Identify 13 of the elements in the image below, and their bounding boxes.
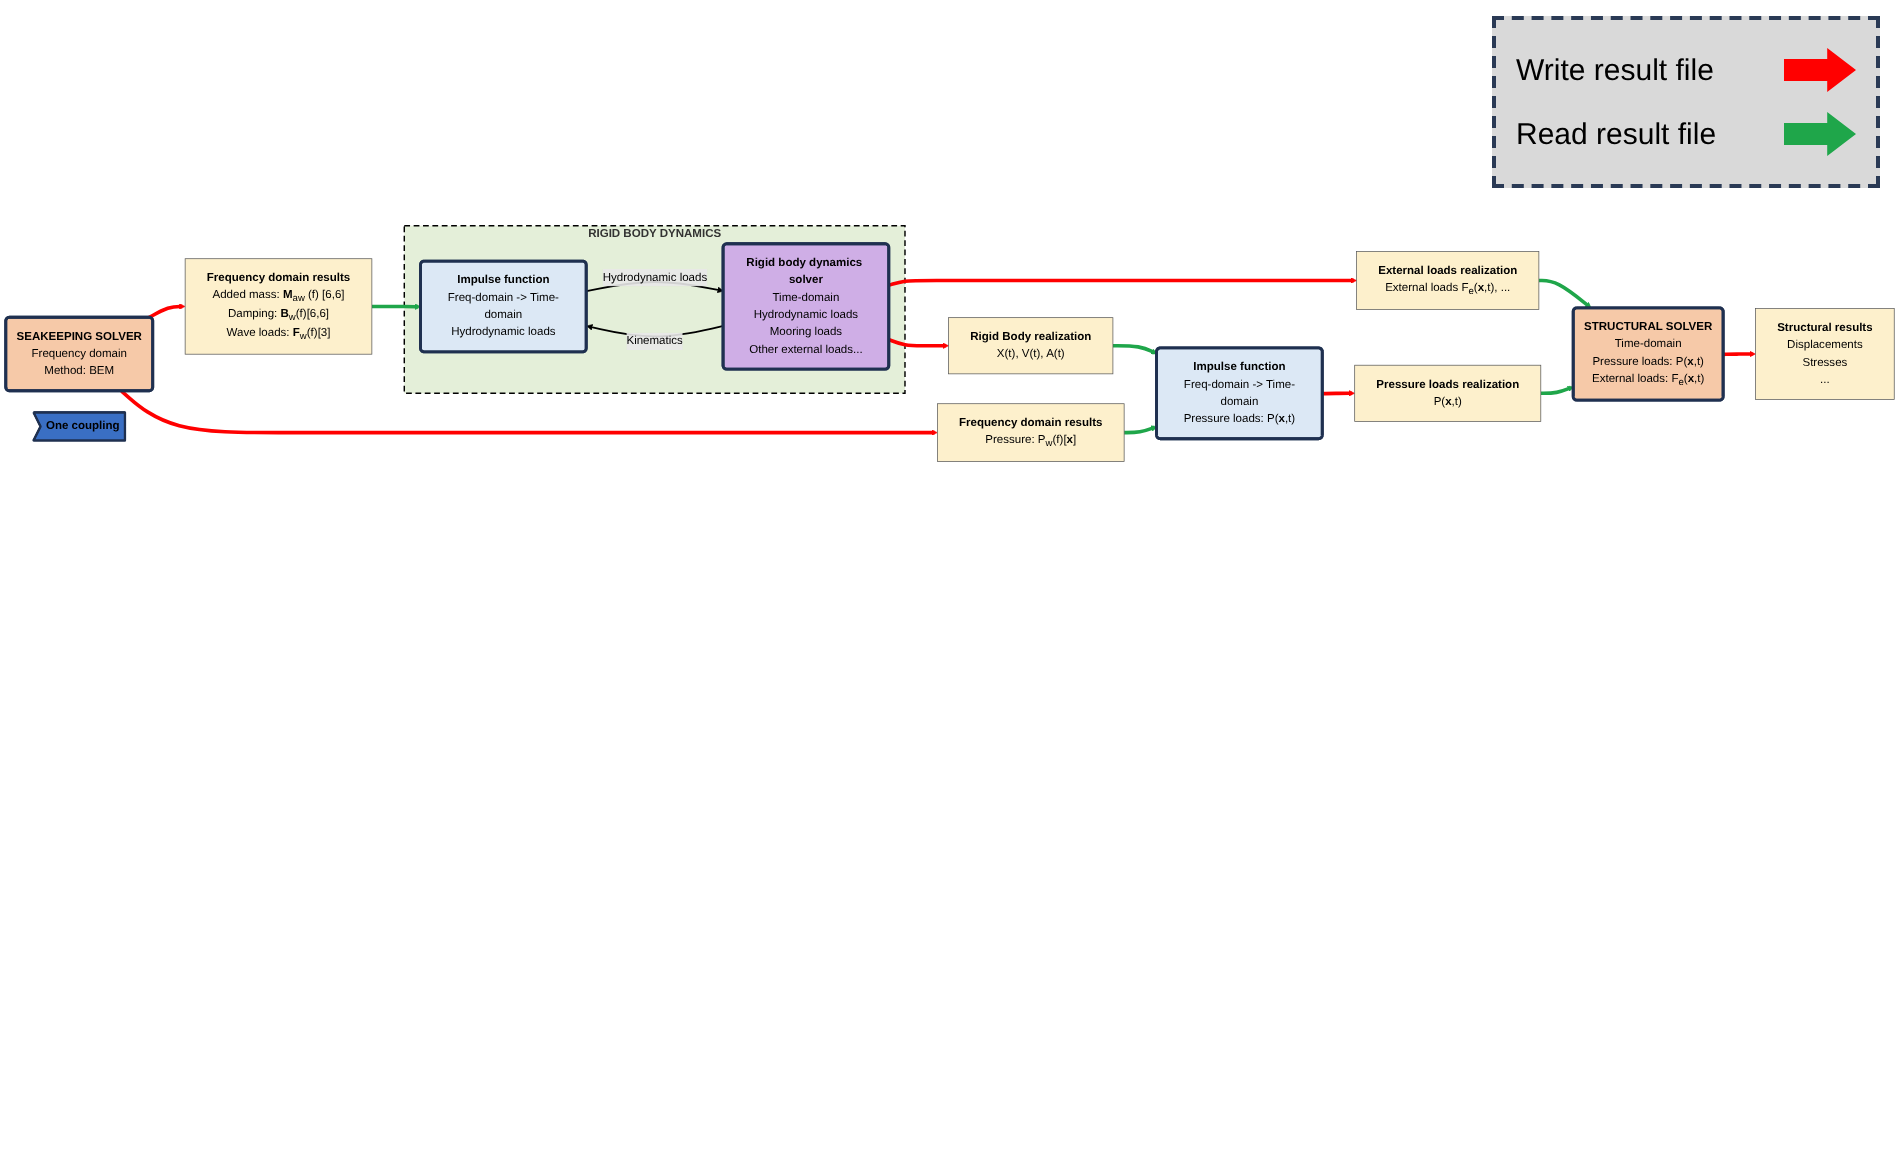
arrow xyxy=(1538,278,1592,309)
arrow xyxy=(148,303,186,320)
arrow xyxy=(1723,350,1756,358)
arrow xyxy=(888,277,1357,287)
arrow xyxy=(371,303,422,310)
legend-label: Write result file xyxy=(1516,53,1714,87)
arrow xyxy=(1112,343,1158,355)
arrow xyxy=(1540,385,1574,396)
arrow xyxy=(120,389,938,436)
arrow xyxy=(1124,425,1158,435)
arrow xyxy=(888,338,949,349)
legend-label: Read result file xyxy=(1516,117,1717,151)
arrow xyxy=(1322,390,1355,397)
